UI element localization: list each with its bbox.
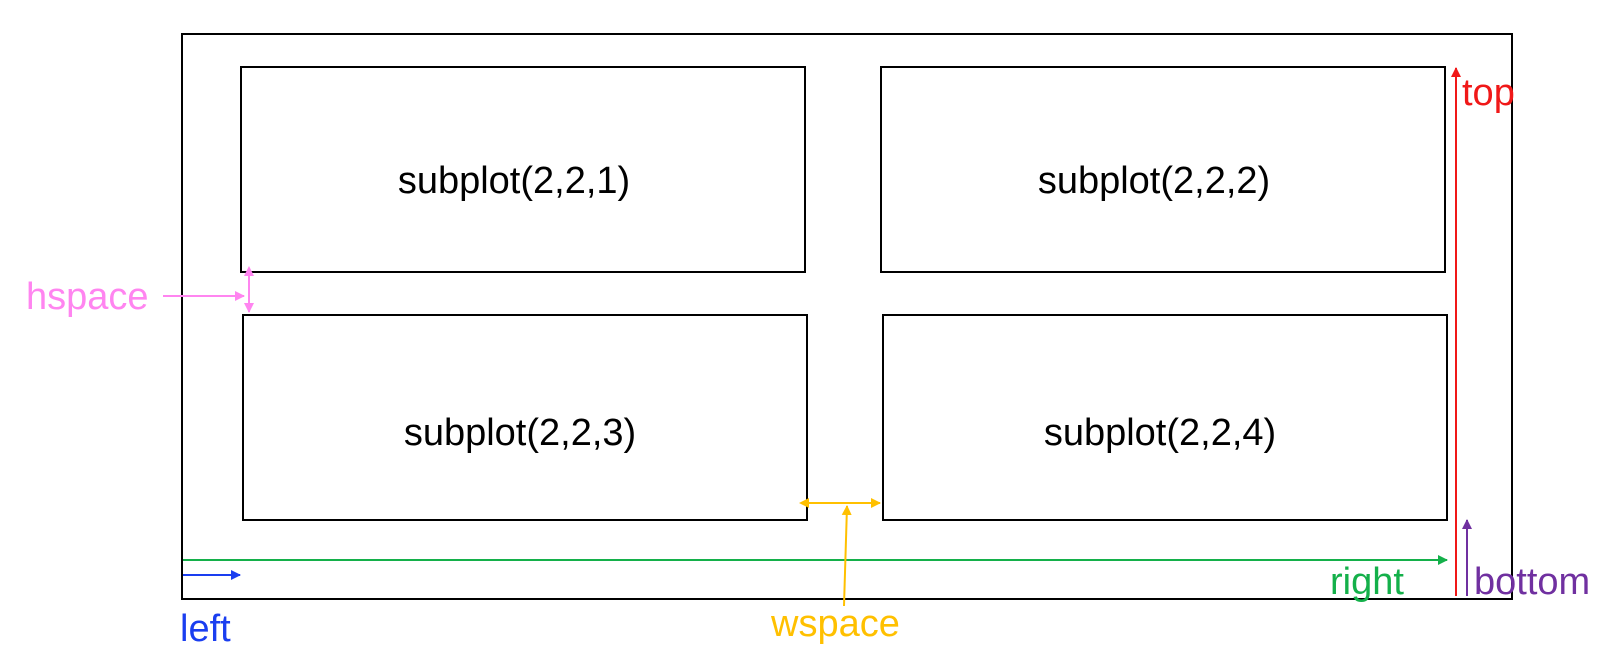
hspace-label: hspace bbox=[26, 276, 149, 318]
subplot-box-4: subplot(2,2,4) bbox=[882, 314, 1448, 521]
subplot-box-1: subplot(2,2,1) bbox=[240, 66, 806, 273]
subplot-label-3: subplot(2,2,3) bbox=[404, 412, 636, 454]
bottom-label: bottom bbox=[1474, 561, 1590, 603]
subplot-box-3: subplot(2,2,3) bbox=[242, 314, 808, 521]
right-label: right bbox=[1330, 561, 1404, 603]
figure-frame bbox=[181, 33, 1513, 600]
subplot-label-2: subplot(2,2,2) bbox=[1038, 160, 1270, 202]
subplot-label-1: subplot(2,2,1) bbox=[398, 160, 630, 202]
wspace-label: wspace bbox=[770, 603, 900, 645]
wspace-pointer-arrow bbox=[841, 505, 852, 607]
subplot-label-4: subplot(2,2,4) bbox=[1044, 412, 1276, 454]
top-label: top bbox=[1462, 72, 1515, 114]
left-label: left bbox=[180, 608, 231, 650]
subplot-box-2: subplot(2,2,2) bbox=[880, 66, 1446, 273]
